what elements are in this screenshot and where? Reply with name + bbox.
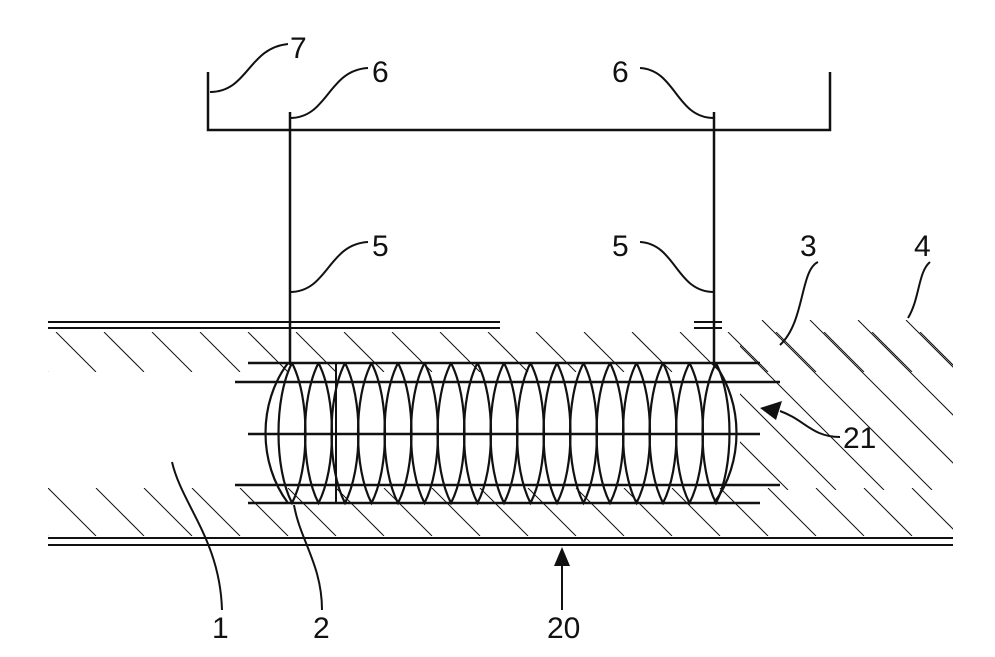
hatch-line [96,488,144,536]
arrowheads [554,401,782,566]
hatch-line [0,488,48,536]
hatch-line [666,320,836,490]
label-1: 1 [212,612,229,645]
hatch-line [960,488,995,536]
hatch-line [240,488,288,536]
hatch-line [344,332,384,372]
tissue-hatching [570,320,995,490]
hatch-line [968,332,995,372]
hatch-line [576,488,624,536]
frame [208,72,830,130]
hatch-line [104,332,144,372]
hatch-line [440,332,480,372]
hatch-line [906,320,995,490]
hatch-line [768,488,816,536]
hatch-line [776,332,816,372]
label-5-right: 5 [612,230,629,263]
leader-7 [210,44,288,92]
leader-6-left [290,68,368,118]
label-20: 20 [547,612,580,645]
hatch-line [920,332,960,372]
hatch-line [488,332,528,372]
label-6-right: 6 [612,56,629,89]
hatch-line [480,488,528,536]
hatch-line [858,320,995,490]
hatch-line [200,332,240,372]
label-7: 7 [290,32,307,65]
hatch-line [584,332,624,372]
hatch-line [720,488,768,536]
wall-hatching-lower [0,488,995,536]
reference-numerals: 7 6 6 5 5 3 4 1 2 20 21 [212,32,931,645]
hatch-line [56,332,96,372]
hatch-line [872,332,912,372]
hatch-line [824,332,864,372]
leader-1 [172,462,222,610]
leader-6-right [640,68,714,118]
hatch-line [248,332,288,372]
hatch-line [954,320,995,490]
leader-2 [294,505,322,610]
hatch-line [714,320,884,490]
label-2: 2 [313,612,330,645]
arrow-20 [554,547,570,566]
hatch-line [864,488,912,536]
hatch-line [810,320,980,490]
hatch-line [152,332,192,372]
label-3: 3 [800,230,817,263]
hatch-line [816,488,864,536]
hatch-line [728,332,768,372]
hatch-line [48,488,96,536]
label-4: 4 [914,230,931,263]
leader-5-left [290,242,368,292]
label-6-left: 6 [372,56,389,89]
hatch-line [762,320,932,490]
hatch-line [912,488,960,536]
hatch-line [384,488,432,536]
hatch-line [8,332,48,372]
leader-21 [780,411,840,437]
leader-4 [908,262,930,318]
hatch-line [192,488,240,536]
hatch-line [336,488,384,536]
label-21: 21 [843,422,876,455]
leader-5-right [640,242,714,292]
label-5-left: 5 [372,230,389,263]
hatch-line [624,488,672,536]
leader-3 [780,262,818,345]
